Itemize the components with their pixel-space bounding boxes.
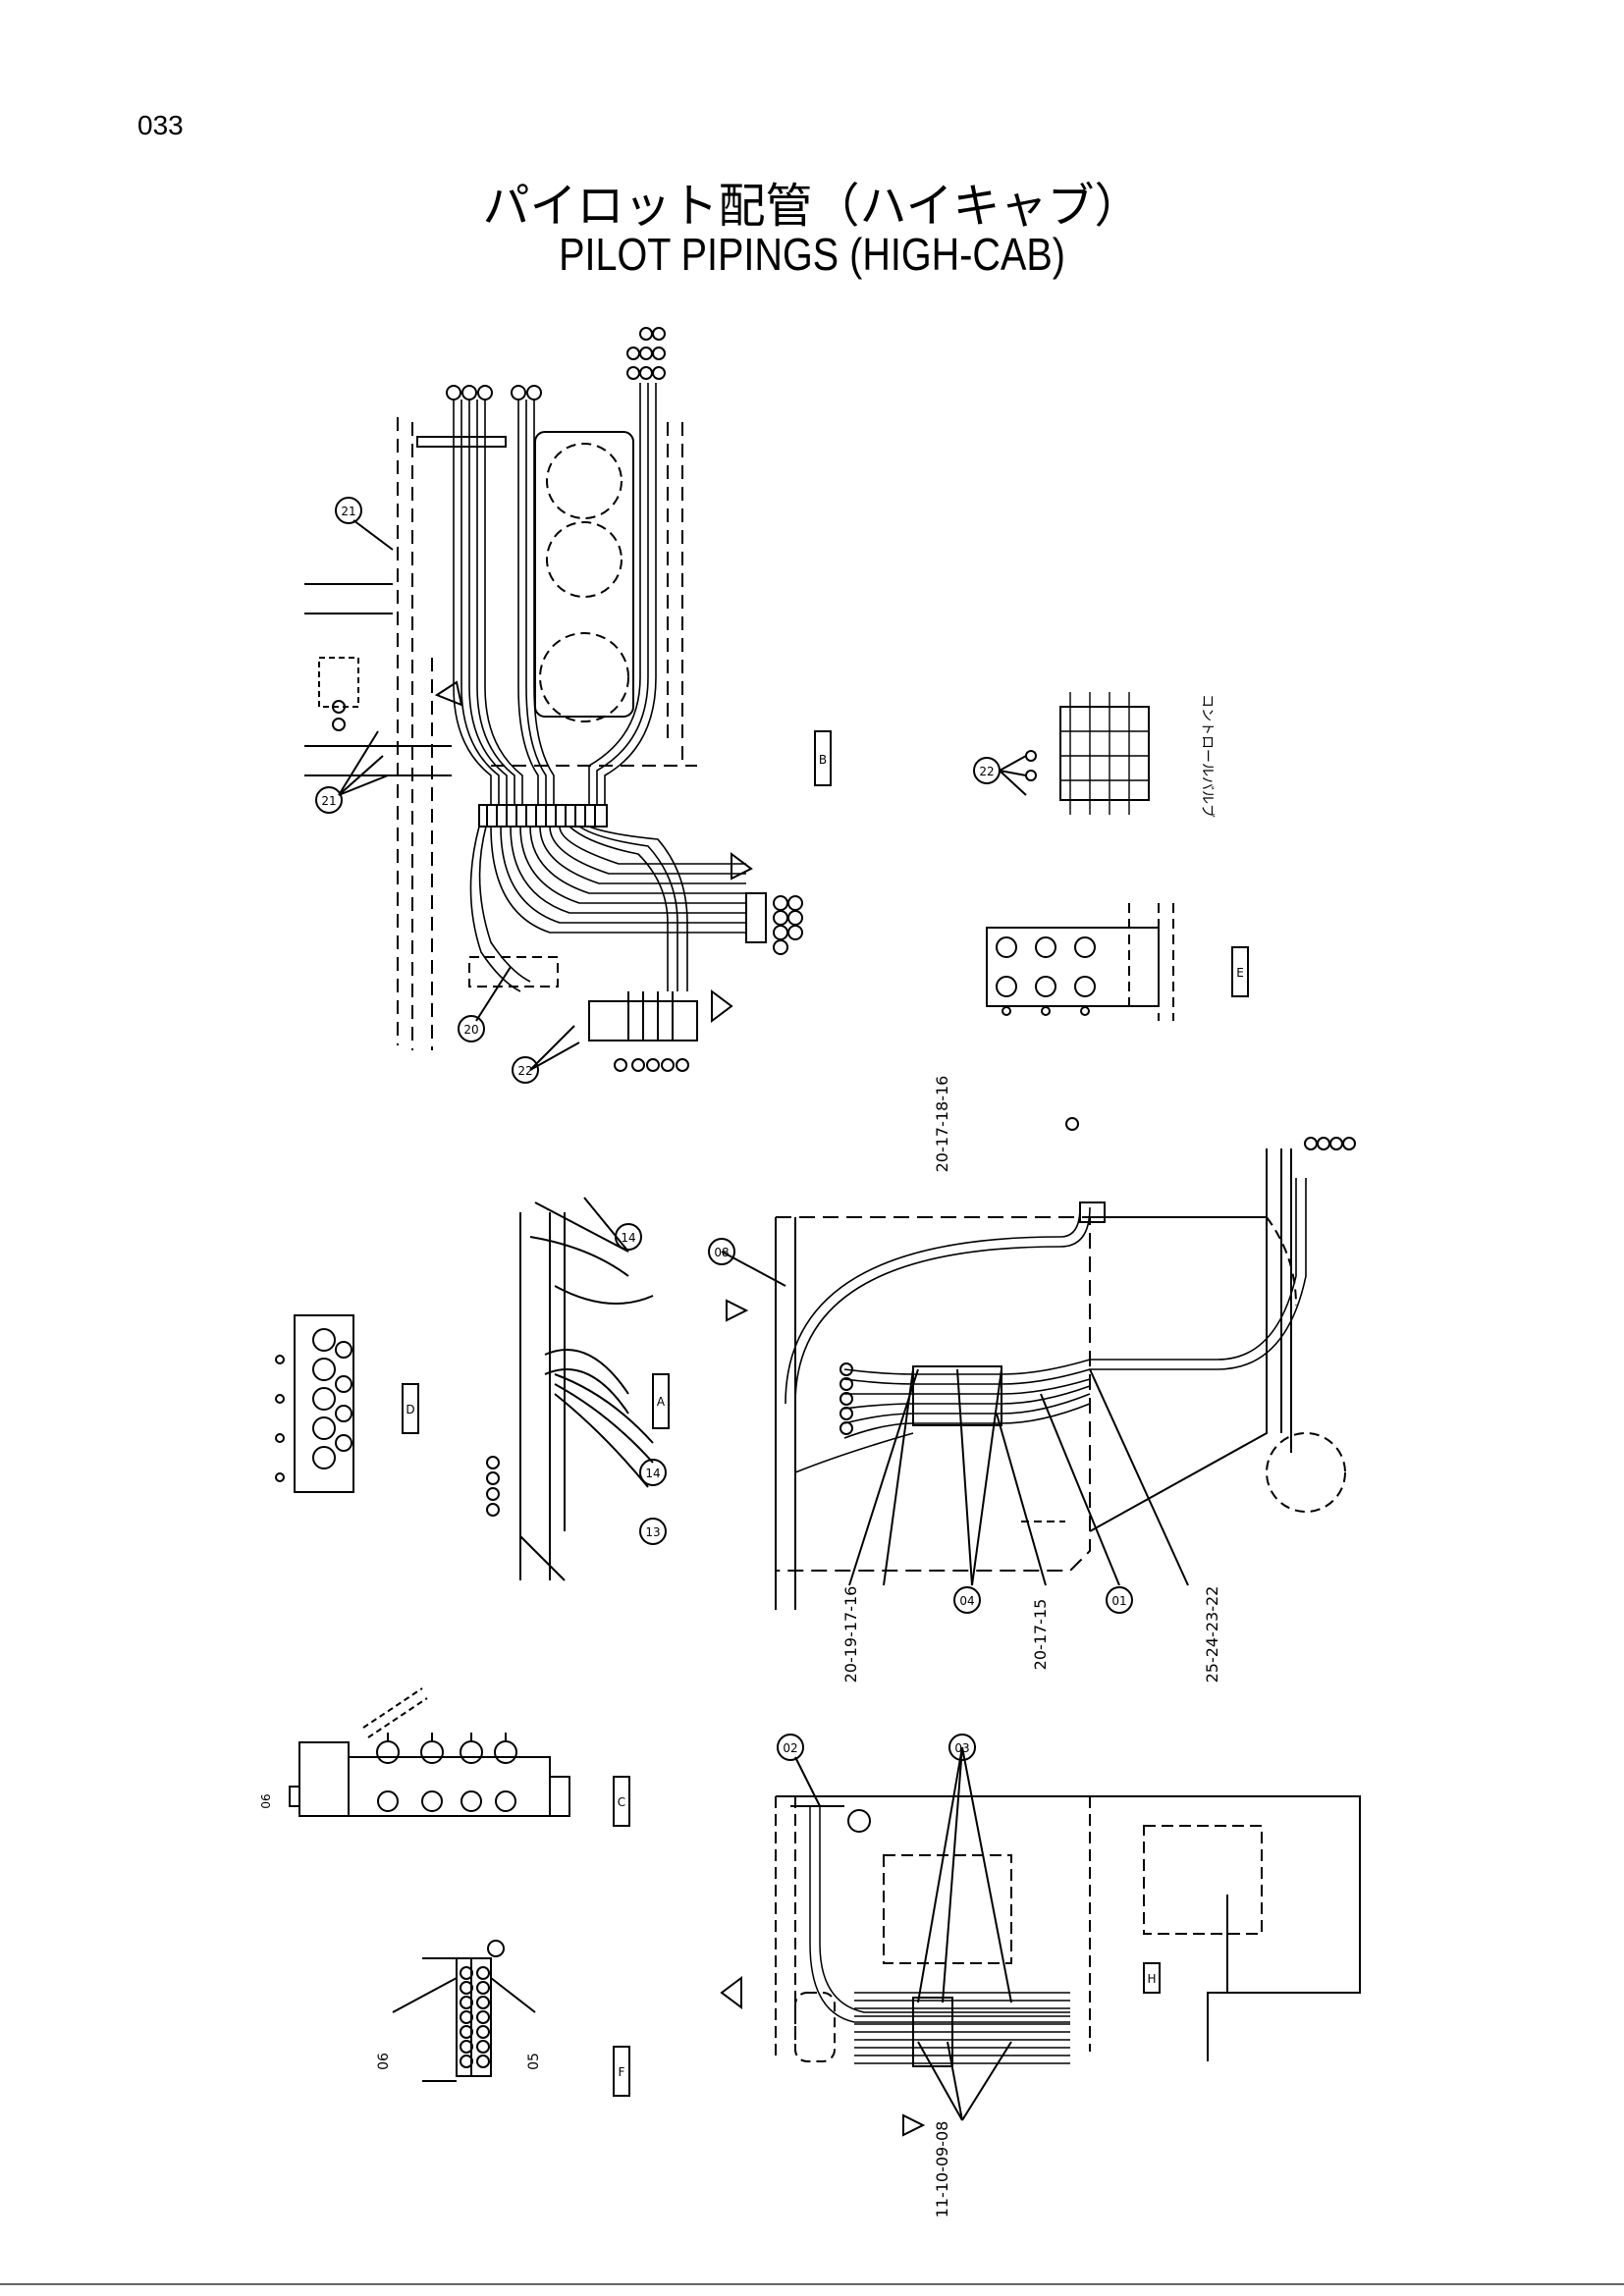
side-hose-bundle	[785, 1178, 1307, 1473]
svg-text:25-24-23-22: 25-24-23-22	[1203, 1586, 1221, 1683]
callout-list-f-left: 06	[376, 2053, 392, 2070]
svg-text:20-17-18-16: 20-17-18-16	[933, 1076, 951, 1173]
svg-text:03: 03	[954, 1741, 969, 1755]
top-fittings	[446, 327, 666, 400]
svg-text:22: 22	[979, 765, 994, 778]
svg-text:11-10-09-08: 11-10-09-08	[933, 2121, 951, 2218]
svg-text:14: 14	[645, 1467, 660, 1480]
right-fitting-stack	[745, 892, 803, 955]
callout-list-b: 20-17-15	[1031, 1599, 1050, 1671]
control-valve-note: コントロールバルブ	[1199, 694, 1216, 818]
fitting-plate-d: D	[275, 1314, 419, 1493]
floor-hose-bundle	[809, 1806, 1070, 2064]
control-valve-detail: 22 コントロールバルブ E	[973, 692, 1249, 1021]
top-view-piping: B 21 21 20 22	[304, 327, 832, 1084]
callout-03: 03	[948, 1734, 976, 1761]
svg-text:20: 20	[463, 1023, 478, 1037]
svg-text:02: 02	[783, 1741, 797, 1755]
callout-04: 04	[953, 1586, 981, 1614]
valve-block-c: C 06	[259, 1687, 630, 1827]
svg-text:20-17-15: 20-17-15	[1031, 1599, 1050, 1671]
svg-text:04: 04	[959, 1594, 974, 1608]
section-tag-b: B	[819, 753, 827, 767]
svg-text:08: 08	[714, 1246, 729, 1259]
cab-floor-view: H 02 03 11-10-09-08	[720, 1734, 1361, 2218]
callout-08: 08	[708, 1238, 735, 1265]
svg-text:05: 05	[526, 2053, 542, 2070]
footer-divider	[0, 2283, 1624, 2285]
svg-text:06: 06	[259, 1793, 273, 1808]
callout-22: 22	[512, 1056, 539, 1084]
callout-list-f-right: 05	[526, 2053, 542, 2070]
callout-14-b: 14	[639, 1459, 667, 1486]
section-tag-a: A	[657, 1395, 666, 1409]
callout-06-c: 06	[259, 1793, 273, 1808]
manifold-f: F 06 05	[376, 1940, 630, 2097]
callout-22-cv: 22	[973, 757, 1001, 784]
svg-text:21: 21	[321, 794, 336, 808]
side-view-piping: 20-17-18-16 20-19-17-16 20-17-15 25-24-2…	[486, 1076, 1356, 1683]
page-title-japanese: パイロット配管（ハイキャブ）	[482, 179, 1142, 234]
page-title-english: PILOT PIPINGS (HIGH-CAB)	[559, 229, 1065, 280]
callout-20: 20	[458, 1015, 485, 1042]
page-number: 033	[137, 110, 184, 140]
svg-text:21: 21	[341, 505, 355, 518]
section-tag-d: D	[406, 1403, 414, 1416]
section-tag-e: E	[1236, 966, 1244, 980]
section-tag-c: C	[618, 1795, 625, 1809]
callout-21-b: 21	[315, 786, 343, 814]
svg-text:20-19-17-16: 20-19-17-16	[841, 1586, 860, 1683]
callout-14-a: 14	[615, 1223, 642, 1251]
section-tag-h: H	[1147, 1972, 1156, 1986]
callout-02: 02	[777, 1734, 804, 1761]
pipe-bundle-curved	[469, 826, 746, 992]
callout-list-lower: 11-10-09-08	[933, 2121, 951, 2218]
section-tag-f: F	[619, 2065, 625, 2079]
svg-text:06: 06	[376, 2053, 392, 2070]
svg-text:13: 13	[645, 1525, 660, 1539]
callout-list-c: 25-24-23-22	[1203, 1586, 1221, 1683]
callout-list-upper: 20-17-18-16	[933, 1076, 951, 1173]
svg-text:01: 01	[1111, 1594, 1126, 1608]
callout-list-a: 20-19-17-16	[841, 1586, 860, 1683]
svg-text:14: 14	[621, 1231, 635, 1245]
callout-21-a: 21	[335, 497, 362, 524]
callout-13: 13	[639, 1518, 667, 1545]
callout-01: 01	[1106, 1586, 1133, 1614]
pipe-bundle-vertical	[453, 383, 657, 805]
svg-text:22: 22	[517, 1064, 532, 1078]
